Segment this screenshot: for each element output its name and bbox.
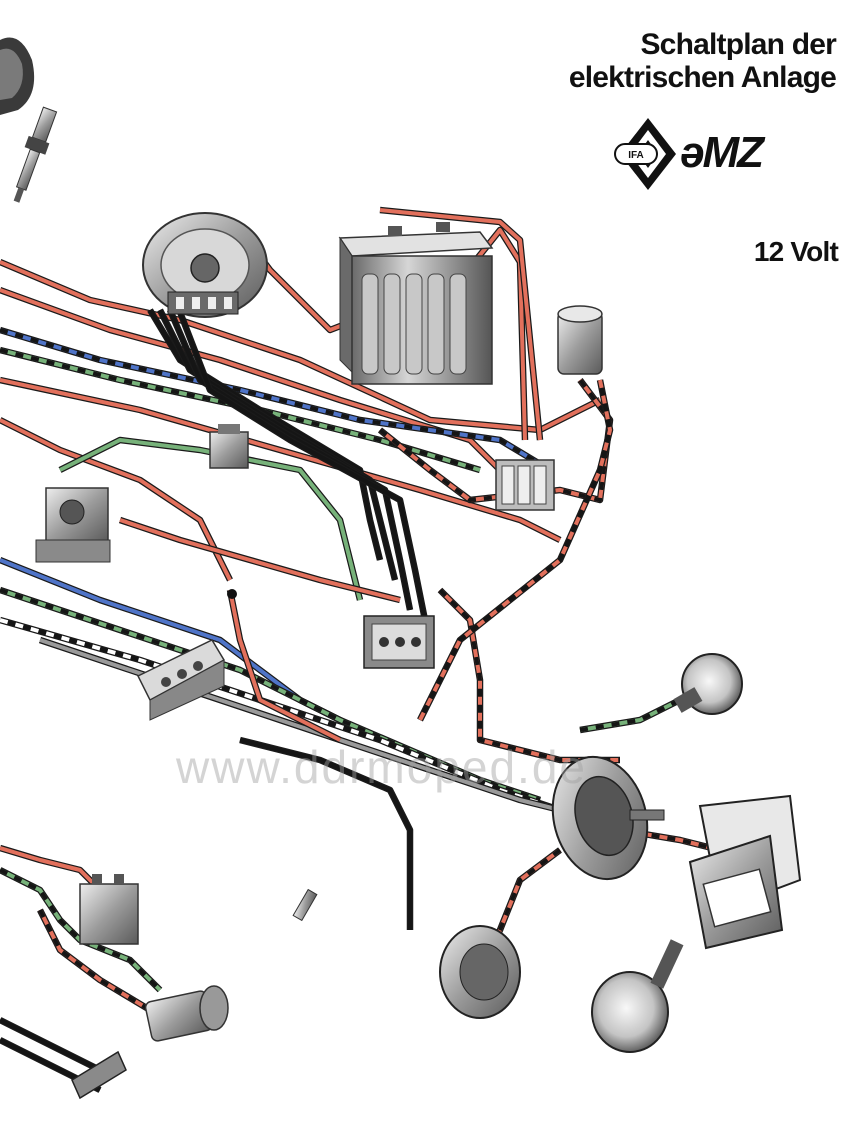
wire-stripe-2: [0, 328, 552, 472]
title-block: Schaltplan der elektrischen Anlage: [568, 28, 837, 94]
plug-connector-icon: [71, 1050, 127, 1100]
watermark-text: www.ddrmoped.de: [176, 741, 587, 793]
wire-29: [228, 589, 341, 742]
rectifier-icon: [144, 985, 229, 1042]
battery-icon: [338, 222, 494, 385]
logo-ifa-text: IFA: [614, 143, 658, 165]
wire-junction-dot: [227, 589, 237, 599]
wire-28: [59, 438, 362, 601]
wire-stripe-17: [438, 588, 620, 762]
horn-icon: [79, 874, 139, 945]
wire-stripe-24: [38, 909, 152, 1012]
title-line-2: elektrischen Anlage: [568, 61, 837, 94]
wire-22: [0, 846, 102, 892]
ignition-coil-icon: [0, 37, 35, 115]
wire-15: [239, 738, 412, 930]
regulator-icon: [363, 615, 435, 669]
wire-10: [379, 208, 542, 441]
spark-plug-icon: [13, 106, 58, 203]
wire-25: [0, 1018, 101, 1072]
wire-stripe-23: [0, 868, 162, 992]
taillight-icon: [650, 794, 802, 989]
terminal-block-icon: [495, 459, 555, 511]
fuse-icon: [292, 888, 318, 922]
switch-icon: [35, 487, 111, 563]
wire-stripe-12: [0, 588, 541, 802]
relay-icon: [209, 424, 249, 469]
wire-1: [0, 288, 502, 472]
wire-8: [178, 311, 427, 621]
alternator-icon: [142, 212, 268, 318]
voltage-label: 12 Volt: [753, 236, 839, 267]
logo-brand-text: əMZ: [680, 128, 764, 177]
wire-27: [0, 418, 232, 581]
wire-stripe-3: [0, 348, 481, 472]
wire-30: [119, 518, 401, 602]
capacitor-icon: [557, 305, 603, 375]
wire-18: [418, 379, 612, 721]
title-line-1: Schaltplan der: [640, 28, 836, 61]
turn-signal-icon: [591, 653, 743, 1053]
speedometer-icon: [439, 925, 521, 1019]
wire-harness: [0, 206, 721, 1093]
headlight-icon: [551, 755, 665, 881]
connector-block-icon: [136, 639, 226, 721]
wire-5: [148, 308, 382, 561]
ifa-mz-logo: IFA əMZ: [614, 116, 840, 192]
